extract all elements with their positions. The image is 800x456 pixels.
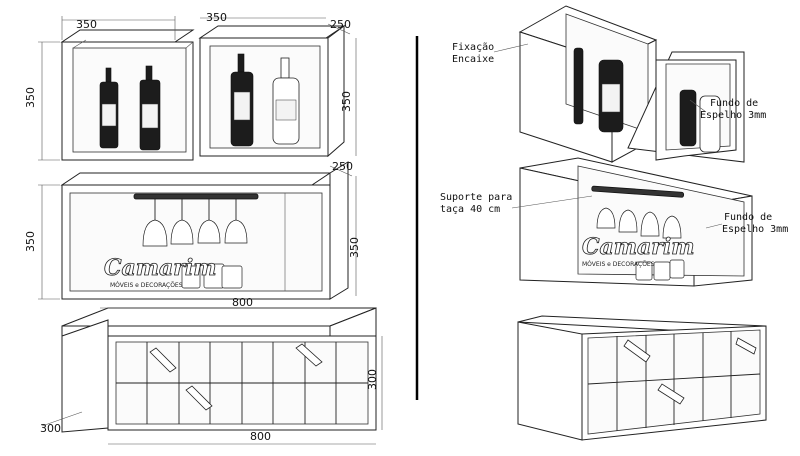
annotations: Fixação Encaixe Fundo de Espelho 3mm Sup… (440, 42, 788, 235)
note-suporte-line1: Suporte para (440, 192, 512, 203)
bottle-icon (623, 337, 757, 405)
dimension-labels: 350 350 250 350 350 250 350 350 800 300 … (24, 11, 379, 443)
dim-bottom-depth: 300 (40, 422, 61, 435)
annotation-leaders (493, 43, 723, 229)
top-left-niche (60, 29, 195, 161)
bottle-icon (272, 57, 300, 145)
right-perspective-view: Camarim MÓVEIS e DECORAÇÕES (440, 5, 788, 441)
dim-mid-width: 800 (232, 296, 253, 309)
dim-bottom-height: 300 (366, 369, 379, 390)
middle-wall-cabinet: Camarim MÓVEIS e DECORAÇÕES (60, 161, 349, 300)
bottle-icon (679, 89, 721, 153)
note-fundo-top-line1: Fundo de (710, 98, 758, 109)
bottle-icon (295, 343, 323, 367)
bottle-icon (99, 67, 119, 149)
note-fixacao-line2: Encaixe (452, 54, 494, 65)
dim-mid-right-height: 350 (348, 237, 361, 258)
wine-glass-icon (224, 199, 248, 244)
bottle-icon (149, 347, 177, 373)
wine-glass-icon (142, 199, 168, 247)
dim-bottom-width: 800 (250, 430, 271, 443)
note-fundo-mid-line1: Fundo de (724, 212, 772, 223)
glass-rail (133, 193, 259, 200)
top-right-niche (198, 25, 346, 158)
brand-watermark: Camarim MÓVEIS e DECORAÇÕES (582, 234, 695, 268)
dim-top-right-depth: 250 (330, 18, 351, 31)
dim-top-left-width: 350 (76, 18, 97, 31)
wine-glass-icon (197, 199, 221, 244)
dim-mid-left-height: 350 (24, 231, 37, 252)
glass-rail (591, 185, 685, 198)
bottle-icon (139, 65, 161, 151)
tumbler-icon (635, 259, 685, 281)
dimension-lines (38, 16, 383, 445)
watermark-tagline: MÓVEIS e DECORAÇÕES (582, 261, 655, 268)
bottom-bench-cabinet (61, 307, 377, 433)
brand-watermark: Camarim MÓVEIS e DECORAÇÕES (104, 255, 217, 289)
perspective-bottom-bench (517, 315, 767, 441)
note-suporte-line2: taça 40 cm (440, 204, 500, 215)
note-fixacao-line1: Fixação (452, 42, 494, 53)
wine-glass-icon (170, 199, 194, 245)
bottle-icon (185, 385, 213, 411)
wine-glass-icon (596, 207, 682, 239)
perspective-top-right-niche (627, 51, 745, 163)
dim-mid-depth: 250 (332, 160, 353, 173)
watermark-brand: Camarim (104, 255, 217, 281)
dim-top-right-width: 350 (206, 11, 227, 24)
left-elevation-view: Camarim MÓVEIS e DECORAÇÕES (24, 11, 383, 445)
bottle-icon (230, 53, 254, 147)
note-fundo-top-line2: Espelho 3mm (700, 110, 766, 121)
perspective-middle-cabinet: Camarim MÓVEIS e DECORAÇÕES (519, 157, 753, 287)
dim-top-right-height: 350 (340, 91, 353, 112)
note-fundo-mid-line2: Espelho 3mm (722, 224, 788, 235)
dim-top-left-height: 350 (24, 87, 37, 108)
bottle-icon (573, 47, 624, 133)
watermark-tagline: MÓVEIS e DECORAÇÕES (110, 282, 183, 289)
wine-cubby-grid (587, 329, 761, 435)
tumbler-icon (181, 263, 243, 289)
watermark-brand: Camarim (582, 234, 695, 260)
